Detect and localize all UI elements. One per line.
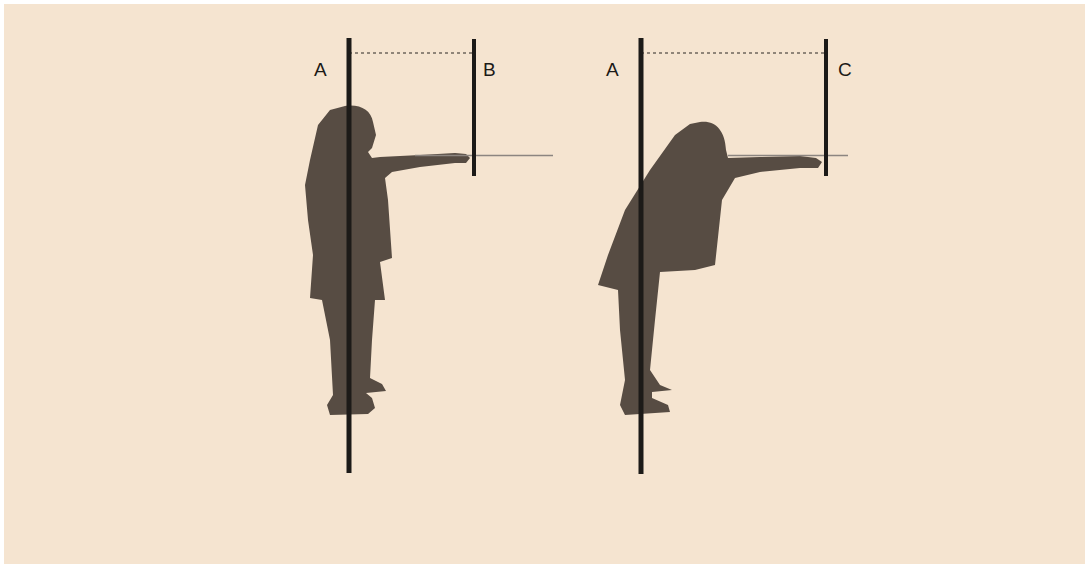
reach-line — [728, 155, 848, 157]
point-label: A — [314, 60, 327, 79]
distance-line — [349, 53, 474, 54]
point-label: B — [483, 60, 496, 79]
person-silhouette — [305, 106, 470, 415]
person-silhouette — [598, 122, 822, 415]
reference-line — [472, 39, 476, 176]
point-label: C — [838, 60, 852, 79]
distance-line — [641, 53, 826, 54]
reach-line — [415, 155, 553, 157]
point-label: A — [606, 60, 619, 79]
reference-line — [347, 38, 352, 473]
background — [4, 4, 1085, 564]
reference-line — [639, 38, 644, 474]
reference-line — [824, 39, 828, 176]
